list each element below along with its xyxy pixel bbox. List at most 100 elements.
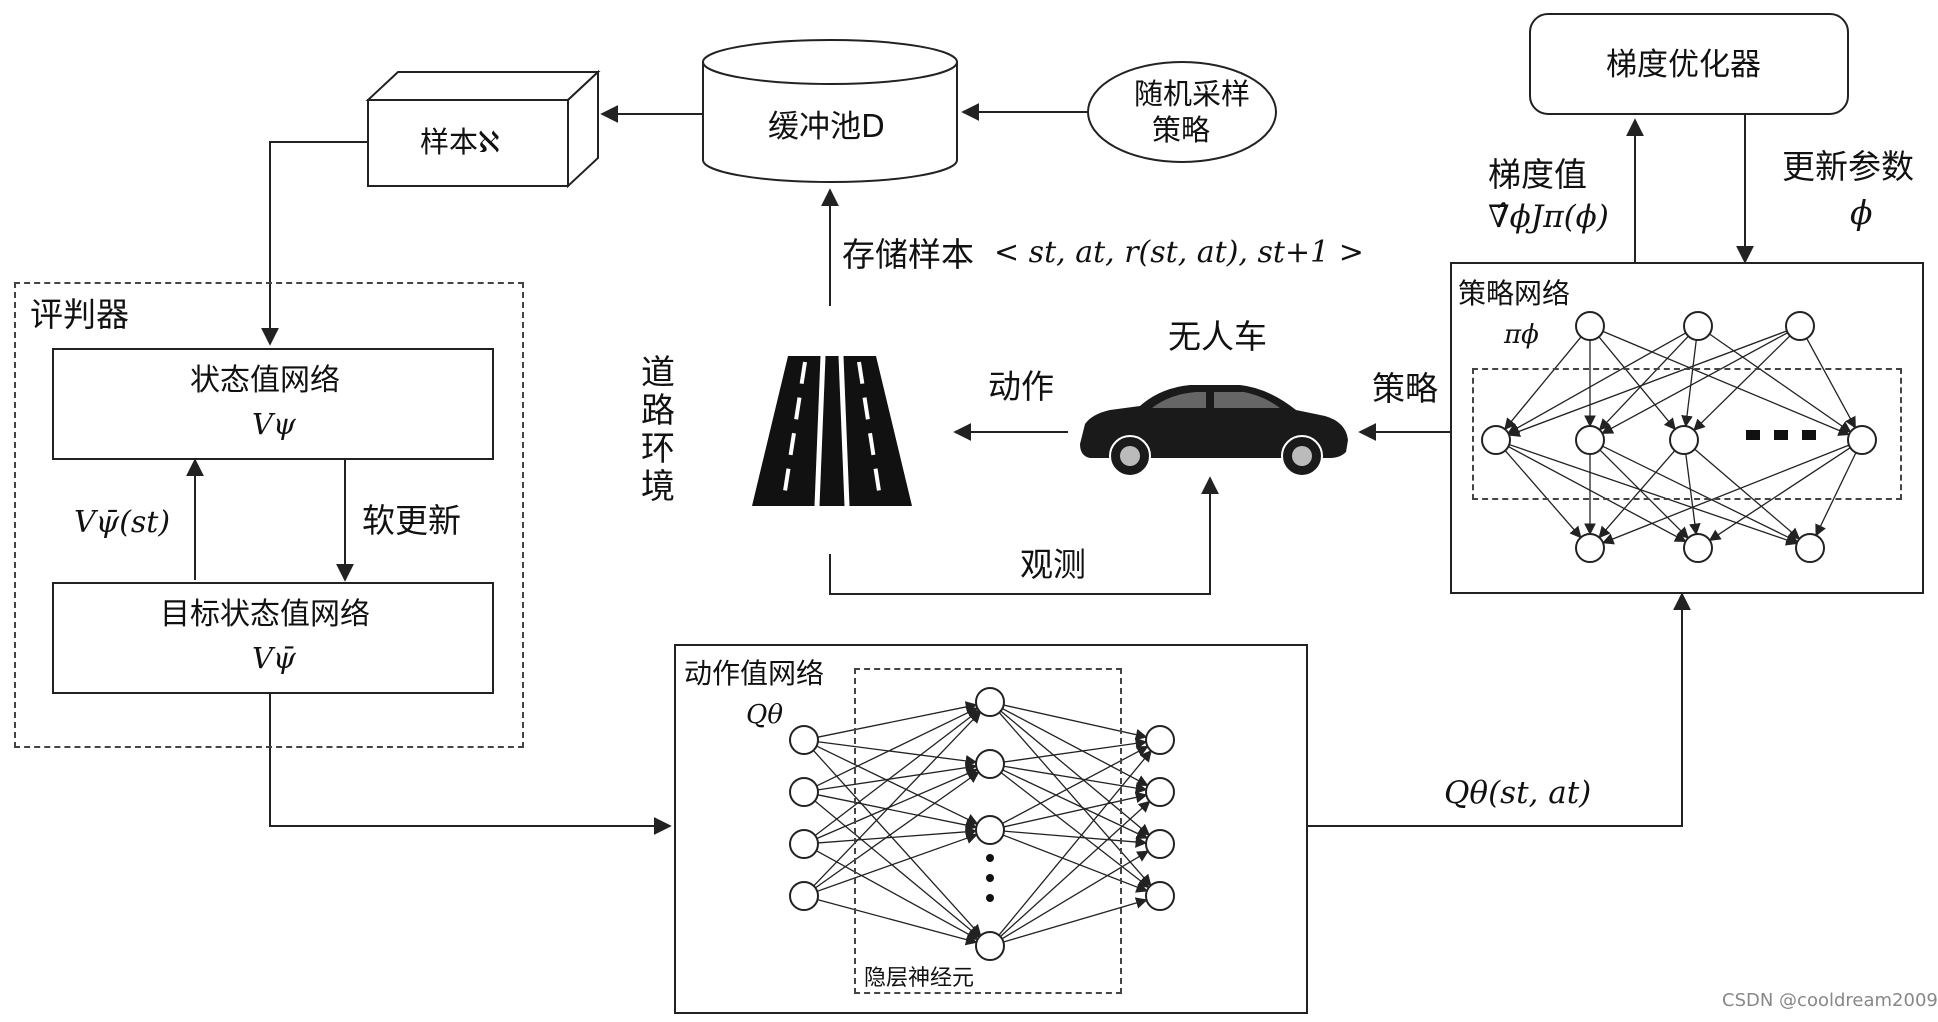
ellipsis-dot [1774, 430, 1788, 440]
sample-label: 样本ℵ [420, 125, 500, 159]
gradient-value-label: 梯度值 [1488, 155, 1587, 194]
observation-label: 观测 [1020, 545, 1086, 584]
policy-net-edge [1681, 339, 1697, 428]
q-net-edge [814, 709, 980, 837]
q-net-edge [1001, 850, 1149, 940]
road-icon [752, 355, 912, 507]
policy-net-edge [1508, 330, 1788, 437]
action-value-network-label: 动作值网络 [684, 657, 825, 690]
q-net-edge [813, 711, 982, 887]
q-net-neuron [975, 687, 1005, 717]
policy-net-edge [1693, 335, 1791, 432]
action-value-network-box [674, 644, 1308, 1014]
policy-net-edge [1601, 444, 1850, 545]
q-net-edge [816, 707, 979, 787]
policy-net-edge [1601, 332, 1789, 434]
q-net-edge [1003, 737, 1148, 763]
unmanned-car-label: 无人车 [1168, 317, 1267, 356]
policy-net-neuron [1481, 425, 1511, 455]
policy-net-edge [1709, 333, 1852, 433]
q-net-edge [816, 745, 979, 825]
road-env-char-2: 路 [641, 391, 675, 431]
ellipsis-dot [986, 894, 994, 902]
q-net-edge [999, 800, 1151, 938]
q-net-neuron [789, 829, 819, 859]
q-hidden-layer-frame [854, 668, 1122, 994]
policy-net-edge [1815, 452, 1857, 537]
q-net-edge [1003, 897, 1148, 943]
q-net-neuron [1145, 829, 1175, 859]
ellipsis-dot [986, 874, 994, 882]
q-net-edge [814, 800, 981, 938]
store-sample-expression: < st, at, r(st, at), st+1 > [994, 235, 1364, 270]
policy-net-neuron [1785, 311, 1815, 341]
q-net-edge [812, 749, 982, 937]
state-value-network-label: 状态值网络 [190, 363, 340, 398]
phi-label: ϕ [1850, 193, 1873, 232]
q-net-edge [1002, 834, 1149, 893]
ellipsis-dot [1746, 430, 1760, 440]
q-net-neuron [1145, 725, 1175, 755]
policy-net-edge [1508, 446, 1687, 542]
q-net-edge [1000, 710, 1151, 836]
q-net-edge [1003, 791, 1148, 828]
buffer-cylinder [702, 39, 958, 183]
action-value-network-graph [789, 687, 1175, 961]
policy-net-edge [1685, 453, 1701, 536]
policy-net-neuron [1575, 311, 1605, 341]
policy-net-edge [1806, 337, 1856, 429]
road-env-char-1: 道 [641, 353, 675, 393]
policy-net-edge [1694, 448, 1801, 540]
buffer-label: 缓冲池D [768, 109, 885, 145]
q-net-edge [815, 771, 980, 889]
q-net-edge [817, 826, 978, 844]
q-net-edge [998, 749, 1152, 936]
policy-net-neuron [1575, 425, 1605, 455]
random-sampling-line2: 策略 [1152, 113, 1211, 147]
policy-net-neuron [1795, 533, 1825, 563]
hidden-neurons-label: 隐层神经元 [864, 966, 975, 991]
sample-cuboid [365, 69, 601, 189]
policy-net-neuron [1847, 425, 1877, 455]
car-icon [1080, 385, 1348, 477]
policy-net-edge [1598, 450, 1676, 539]
policy-network-label: 策略网络 [1458, 277, 1571, 310]
q-net-edge [816, 768, 979, 840]
q-net-edge [815, 850, 979, 940]
q-net-edge [998, 712, 1152, 887]
q-net-neuron [789, 881, 819, 911]
q-net-edge [1000, 772, 1150, 889]
gradient-optimizer-label: 梯度优化器 [1606, 47, 1761, 83]
q-net-edge [817, 701, 978, 738]
gradient-optimizer-box [1529, 13, 1849, 115]
q-net-neuron [789, 777, 819, 807]
policy-net-edge [1708, 447, 1851, 541]
policy-net-edge [1598, 336, 1676, 431]
store-sample-label: 存储样本 [842, 235, 974, 274]
q-net-neuron [1145, 881, 1175, 911]
q-net-edge [816, 832, 978, 892]
q-net-edge [817, 761, 978, 791]
update-params-label: 更新参数 [1782, 147, 1914, 186]
q-net-edge [1002, 707, 1149, 787]
policy-net-edge [1509, 443, 1798, 546]
target-state-value-network-label: 目标状态值网络 [160, 597, 370, 632]
policy-net-neuron [1575, 533, 1605, 563]
policy-net-edges [1504, 330, 1857, 546]
q-net-neuron [975, 931, 1005, 961]
policy-hidden-layer-frame [1472, 368, 1902, 500]
q-net-neuron [975, 815, 1005, 845]
policy-net-edge [1602, 445, 1799, 543]
state-value-network-box [52, 348, 494, 460]
q-net-edge [1003, 704, 1148, 741]
policy-net-edge [1504, 450, 1582, 539]
policy-net-edge [1598, 335, 1689, 431]
ellipsis-dot [1802, 430, 1816, 440]
q-net-neuron [975, 749, 1005, 779]
policy-net-neuron [1669, 425, 1699, 455]
q-net-neuron [789, 725, 819, 755]
v-psi-label: Vψ [252, 407, 296, 441]
action-label: 动作 [988, 367, 1054, 406]
watermark: CSDN @cooldream2009 [1722, 990, 1938, 1011]
